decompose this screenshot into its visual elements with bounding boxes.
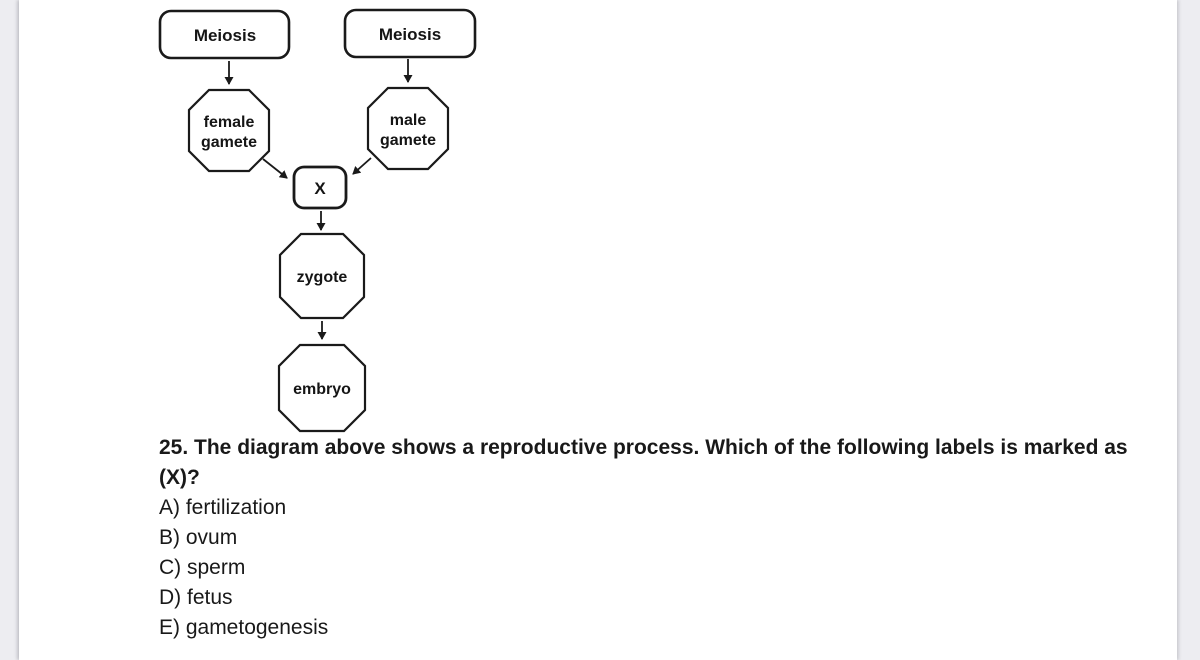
zygote-octagon: zygote (278, 232, 366, 320)
embryo-label: embryo (293, 381, 351, 398)
option-d: D) fetus (159, 586, 233, 609)
option-a: A) fertilization (159, 496, 287, 519)
question-text-line1: 25. The diagram above shows a reproducti… (159, 436, 1128, 459)
x-box: X (292, 165, 348, 210)
question-text-line2: (X)? (159, 466, 200, 489)
embryo-octagon: embryo (277, 343, 367, 433)
zygote-label: zygote (297, 269, 348, 286)
arrow-female-gamete-to-x (262, 158, 288, 179)
female-gamete-label-line2: gamete (201, 134, 257, 151)
meiosis-box-right: Meiosis (343, 8, 477, 59)
male-gamete-octagon: male gamete (366, 86, 450, 171)
option-c: C) sperm (159, 556, 246, 579)
option-b: B) ovum (159, 526, 238, 549)
x-box-label: X (314, 179, 326, 198)
male-gamete-label-line2: gamete (380, 132, 436, 149)
reproduction-diagram: Meiosis Meiosis female gamete male gamet… (158, 8, 477, 433)
female-gamete-octagon: female gamete (187, 88, 271, 173)
option-e: E) gametogenesis (159, 616, 329, 639)
question-block: 25. The diagram above shows a reproducti… (159, 433, 1128, 643)
meiosis-left-label: Meiosis (194, 26, 256, 45)
male-gamete-label-line1: male (390, 112, 427, 129)
meiosis-right-label: Meiosis (379, 25, 441, 44)
female-gamete-label-line1: female (204, 114, 255, 131)
arrow-male-gamete-to-x (352, 157, 372, 175)
meiosis-box-left: Meiosis (158, 9, 291, 60)
